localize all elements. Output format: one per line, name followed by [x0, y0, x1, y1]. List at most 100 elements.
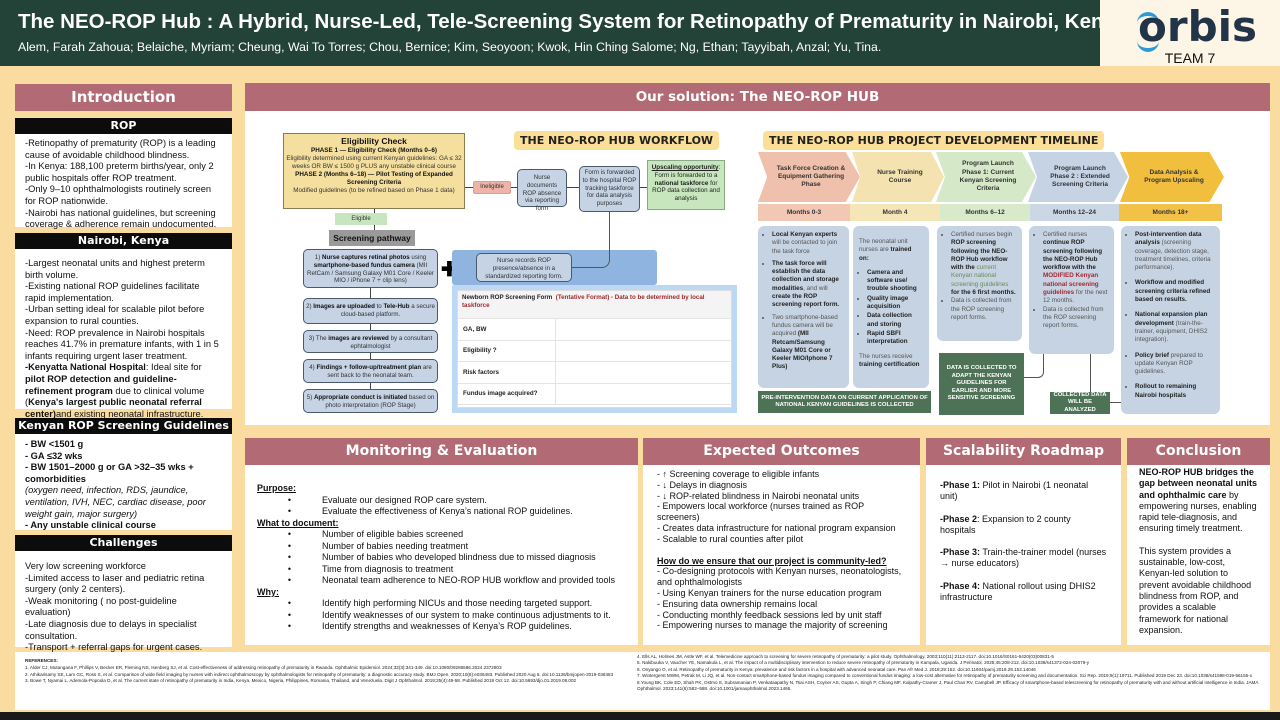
card-bold: Workflow and modified screening criteria… [1135, 279, 1211, 304]
nairobi-line: -Urban setting ideal for scalable pilot … [25, 304, 205, 326]
challenges-panel: Very low screening workforce -Limited ac… [15, 551, 232, 652]
rop-heading: ROP [15, 118, 232, 134]
challenge-line: -Weak monitoring ( no post-guideline eva… [25, 595, 177, 618]
timeline-card-3: Certified nurses begin ROP screening fol… [937, 226, 1022, 341]
rop-line: -Retinopathy of prematurity (ROP) is a l… [25, 138, 216, 160]
purpose-label-text: Purpose [257, 483, 294, 493]
timeline-card-1: Local Kenyan experts will be contacted t… [758, 226, 849, 388]
roadmap-heading: Scalability Roadmap [926, 438, 1121, 465]
outcome-item: - ↑ Screening coverage to eligible infan… [657, 469, 820, 479]
card-bold: Rollout to remaining Nairobi hospitals [1135, 383, 1197, 399]
timeline-month-4: Months 12–24 [1030, 204, 1119, 221]
card-text: The nurses receive [859, 352, 913, 360]
outcome-item: - ↓ Delays in diagnosis [657, 479, 748, 490]
header-banner: The NEO-ROP Hub : A Hybrid, Nurse-Led, T… [0, 0, 1126, 66]
card-highlight: MODIFIED Kenyan national screening guide… [1043, 272, 1099, 297]
card-item: Rapid SBFI interpretation [867, 330, 923, 347]
knh-text: due to clinical volume ( [25, 385, 205, 408]
nairobi-line: -Existing national ROP guidelines facili… [25, 281, 200, 303]
rop-line: -In Kenya: 188,100 preterm births/year, … [25, 161, 214, 183]
connector [370, 383, 371, 389]
card-item: Post-intervention data analysis (screeni… [1135, 231, 1214, 272]
card-bold: The task force will establish the data c… [772, 259, 839, 292]
outcome-item: - Creates data infrastructure for nation… [657, 522, 896, 533]
item-text: Number of babies needing treatment [322, 540, 469, 551]
knh-bold: Kenya's largest public neonatal referral… [25, 397, 202, 419]
documents-absence-box: Nurse documents ROP absence via reportin… [517, 169, 567, 212]
card-item: Local Kenyan experts will be contacted t… [772, 231, 843, 256]
community-answer: - Ensuring data ownership remains local [657, 598, 818, 609]
phase-label: -Phase 1: [940, 480, 981, 490]
team-label: TEAM 7 [1164, 50, 1216, 66]
step-text: 5) [306, 394, 314, 401]
card-bold: Quality image acquisition [867, 294, 909, 311]
timeline-month-5: Months 18+ [1119, 204, 1222, 221]
reference-item: 6. Onyango O, et al. Retinopathy of prem… [637, 666, 1036, 672]
conclusion-heading: Conclusion [1127, 438, 1270, 465]
form-row: Fundus image acquired? [458, 383, 731, 405]
step-text: based on photo interpretation (ROP Stage… [325, 394, 435, 409]
outcomes-heading: Expected Outcomes [643, 438, 920, 465]
phase-text: Pilot in Nairobi (1 neonatal unit) [940, 480, 1089, 502]
forwarded-box: Form is forwarded to the hospital ROP tr… [579, 166, 640, 212]
card-bold: create the ROP screening report form. [772, 293, 840, 309]
nairobi-heading: Nairobi, Kenya [15, 233, 232, 249]
card-item: Camera and software use/ trouble shootin… [867, 269, 923, 294]
timeline-phase-5: Data Analysis & Program Upscaling [1120, 152, 1224, 202]
guidelines-panel: - BW <1501 g - GA ≤32 wks - BW 1501–2000… [15, 434, 232, 530]
timeline-card-5: Post-intervention data analysis (screeni… [1121, 226, 1220, 414]
phase1-label: PHASE 1 — Eligibility Check (Months 0–6) [311, 147, 437, 154]
eligibility-title: Eligibility Check [341, 136, 407, 146]
roadmap-phase: -Phase 3: Train-the-trainer model (nurse… [940, 547, 1107, 570]
item-text: Identify weaknesses of our system to mak… [322, 609, 611, 620]
step-bold: images are reviewed [328, 335, 389, 342]
phase2-label: PHASE 2 (Months 6–18) — Pilot Testing of… [295, 171, 453, 186]
guideline-item: - BW <1501 g [25, 439, 84, 449]
phase-label: -Phase 2 [940, 513, 978, 524]
community-answer: - Co-designing protocols with Kenyan nur… [657, 566, 902, 588]
community-question: How do we ensure that our project is com… [657, 555, 887, 566]
purpose-label: Purpose: [257, 483, 297, 493]
ineligible-label: Ineligible [473, 181, 511, 194]
card-item: Data is collected from the ROP screening… [1043, 306, 1108, 331]
community-answer: - Using Kenyan trainers for the nurse ed… [657, 587, 882, 598]
card-bold: National expansion plan development [1135, 311, 1208, 327]
timeline-phase-3: Program Launch Phase 1: Current Kenyan S… [936, 152, 1036, 202]
card-text: Certified nurses begin [951, 231, 1013, 238]
phase1-desc: Eligibility determined using current Ken… [286, 155, 462, 170]
orbis-logo: orbis TEAM 7 [1100, 0, 1280, 66]
upscaling-opportunity-box: Upscaling opportunity: Form is forwarded… [647, 160, 725, 210]
connector [640, 187, 647, 188]
reference-item: 2. Athikarisamy SE, Lam GC, Ross S, et a… [25, 671, 614, 677]
knh-text: : Ideal site for [145, 362, 202, 373]
item-text: Identify high performing NICUs and those… [322, 598, 593, 608]
step-text: (MII RetCam / Samsung Galaxy M01 Core / … [307, 261, 434, 285]
rop-line: -Only 9–10 ophthalmologists routinely sc… [25, 184, 212, 206]
phase-label: -Phase 4: [940, 580, 981, 591]
item-text: Identify strengths and weaknesses of Ken… [322, 621, 572, 631]
card-highlight: current Kenyan national screening guidel… [951, 264, 1009, 288]
form-field-label: Risk factors [458, 362, 556, 383]
form-note: (Tentative Format) - Data to be determin… [462, 294, 705, 309]
timeline-month-3: Months 6–12 [940, 204, 1030, 221]
card-item: Quality image acquisition [867, 295, 923, 312]
outcomes-panel: - ↑ Screening coverage to eligible infan… [643, 465, 920, 645]
form-field-label: GA, BW [458, 319, 556, 340]
card-item: National expansion plan development (tra… [1135, 311, 1214, 344]
connector [465, 187, 473, 188]
phase-text: : Expansion to 2 county hospitals [940, 513, 1071, 535]
document-item: •Time from diagnosis to treatment [287, 563, 454, 574]
references-left: REFERENCES: 1. Alder CJ, Mutangana F, Ph… [25, 658, 625, 685]
roadmap-phase: -Phase 1: Pilot in Nairobi (1 neonatal u… [940, 480, 1107, 503]
card-text: The neonatal unit nurses are trained on: [859, 238, 923, 263]
card-bold: Local Kenyan experts [772, 231, 838, 238]
step-text: are sent back to the neonatal team. [327, 364, 432, 379]
eligibility-check-box: Eligibility Check PHASE 1 — Eligibility … [283, 133, 465, 209]
form-field-label: Fundus image acquired? [458, 383, 556, 404]
introduction-heading: Introduction [15, 84, 232, 111]
card-text: Two smartphone-based fundus camera will … [772, 313, 838, 338]
form-row: GA, BW [458, 319, 731, 341]
why-item: •Identify weaknesses of our system to ma… [287, 609, 611, 620]
card-text: The nurses receive training certificatio… [859, 353, 923, 370]
